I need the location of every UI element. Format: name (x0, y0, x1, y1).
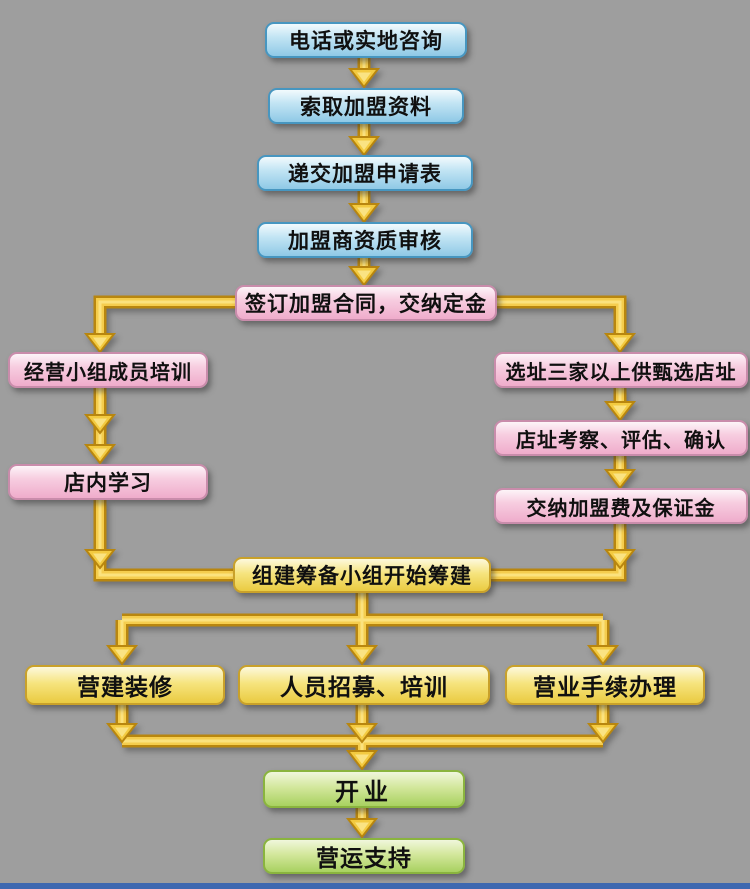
flow-node-opening: 开业 (263, 770, 465, 808)
flow-node-contract: 签订加盟合同，交纳定金 (235, 285, 497, 321)
flow-node-construction: 营建装修 (25, 665, 225, 705)
flow-node-support: 营运支持 (263, 838, 465, 874)
flow-node-recruitment: 人员招募、培训 (238, 665, 490, 705)
flow-node-fee-payment: 交纳加盟费及保证金 (494, 488, 748, 524)
flow-node-team-training: 经营小组成员培训 (8, 352, 208, 388)
bottom-border-bar (0, 883, 750, 889)
flow-node-materials: 索取加盟资料 (268, 88, 464, 124)
flow-node-application: 递交加盟申请表 (257, 155, 473, 191)
flow-node-site-selection: 选址三家以上供甄选店址 (494, 352, 748, 388)
flow-node-site-evaluation: 店址考察、评估、确认 (494, 420, 748, 456)
flow-node-consult: 电话或实地咨询 (265, 22, 467, 58)
flow-node-license: 营业手续办理 (505, 665, 705, 705)
flow-node-prep-team: 组建筹备小组开始筹建 (233, 557, 491, 593)
flow-node-review: 加盟商资质审核 (257, 222, 473, 258)
flow-node-store-learning: 店内学习 (8, 464, 208, 500)
